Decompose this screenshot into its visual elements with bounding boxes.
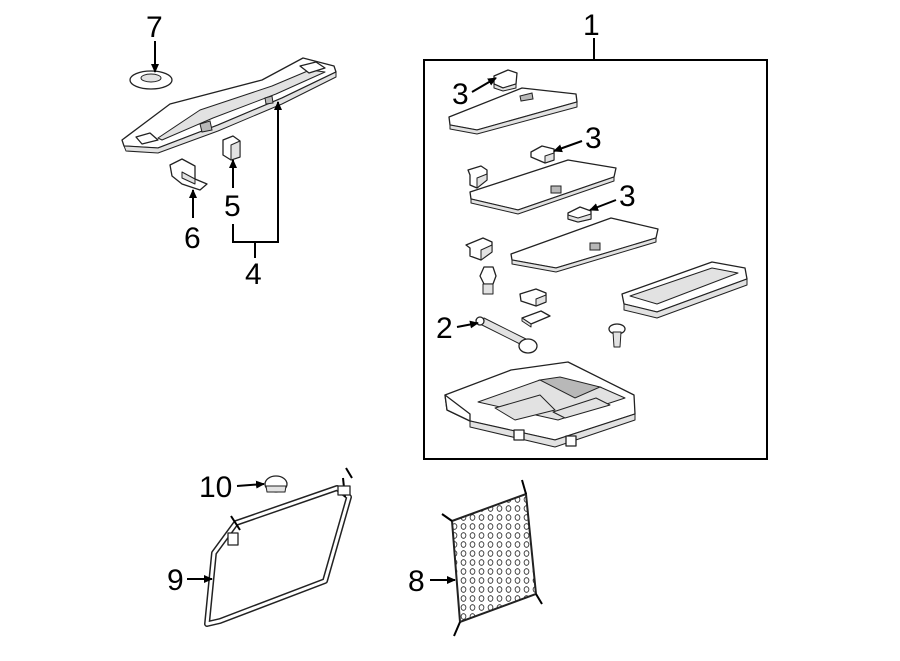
callout-1: 1 <box>583 9 600 42</box>
clip-lower[interactable] <box>567 206 592 223</box>
arrow-3-lower <box>589 199 617 211</box>
tool-tray[interactable] <box>444 361 636 448</box>
callout-8: 8 <box>408 565 425 598</box>
clip-top[interactable] <box>493 69 518 92</box>
cap-cover[interactable] <box>129 70 173 90</box>
callout-4: 4 <box>245 258 262 291</box>
arrow-3-middle <box>553 140 583 153</box>
jack-handle[interactable] <box>475 316 538 354</box>
storage-tray[interactable] <box>621 261 748 319</box>
sill-trim-panel[interactable] <box>121 57 337 154</box>
screw[interactable] <box>608 323 626 348</box>
callout-7: 7 <box>146 11 163 44</box>
bracket-center[interactable] <box>519 288 547 307</box>
callout-2: 2 <box>436 312 453 345</box>
hex-bolt[interactable] <box>479 266 497 295</box>
cargo-net-frame[interactable] <box>204 467 353 627</box>
clip-middle[interactable] <box>530 145 555 164</box>
cap-nut[interactable] <box>264 475 288 493</box>
bracket-left-lower[interactable] <box>465 237 493 261</box>
lower-cover-panel[interactable] <box>510 217 659 273</box>
clip-retainer[interactable] <box>222 135 241 161</box>
bracket-left-upper[interactable] <box>467 165 488 189</box>
top-cover-panel[interactable] <box>448 87 578 135</box>
small-clip-center[interactable] <box>521 310 551 328</box>
callout-3-top: 3 <box>452 78 469 111</box>
arrow-2 <box>456 320 479 329</box>
arrow-3-top <box>471 77 497 93</box>
middle-cover-panel[interactable] <box>469 159 617 215</box>
cargo-net[interactable] <box>441 479 543 637</box>
callout-5: 5 <box>224 190 241 223</box>
callout-6: 6 <box>184 222 201 255</box>
callout-9: 9 <box>167 564 184 597</box>
callout-3-lower: 3 <box>619 180 636 213</box>
arrow-10 <box>236 480 265 489</box>
callout-10: 10 <box>199 471 232 504</box>
callout-3-middle: 3 <box>585 122 602 155</box>
kit-frame <box>423 59 768 460</box>
mounting-bracket[interactable] <box>169 158 208 191</box>
